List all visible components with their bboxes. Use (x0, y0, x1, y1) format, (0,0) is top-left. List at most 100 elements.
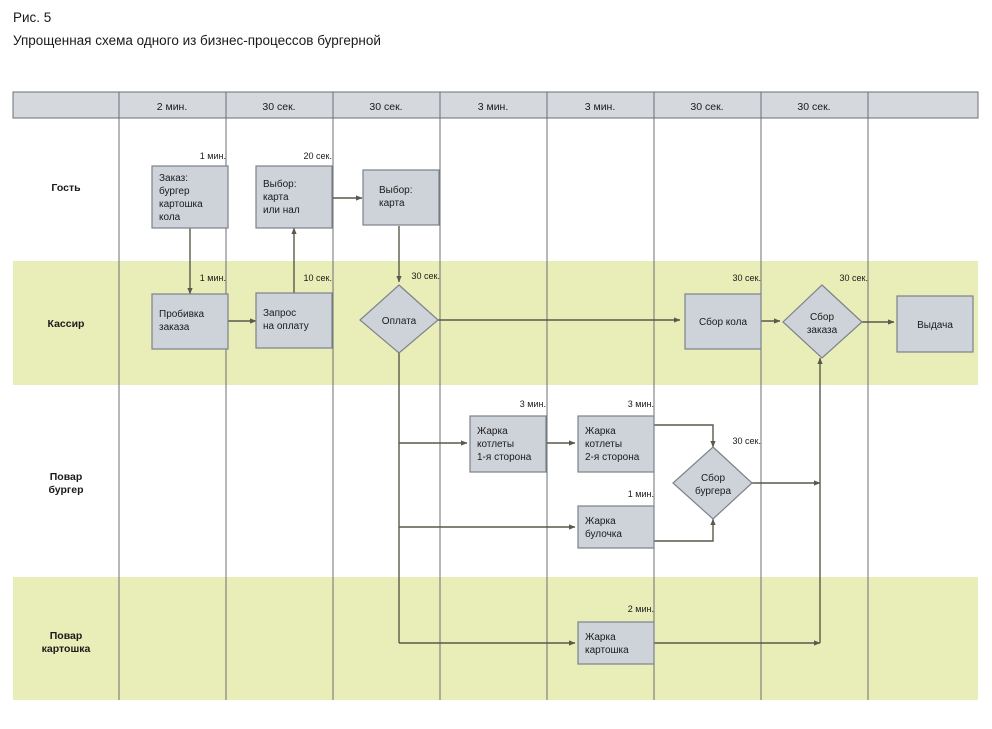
node-collect-cola-line1: Сбор кола (699, 316, 748, 328)
node-patty-side1-line3: 1-я сторона (477, 452, 532, 463)
node-pay-request-line2: на оплату (263, 321, 309, 332)
node-collect-order[interactable]: 30 сек. Сбор заказа (782, 273, 868, 359)
node-pay-request-box[interactable] (255, 292, 333, 349)
lane-label-fries-line1: Повар (50, 630, 83, 642)
node-choice-card-line1: Выбор: (379, 184, 413, 196)
timeline-header: 2 мин. 30 сек. 30 сек. 3 мин. 3 мин. 30 … (12, 91, 979, 119)
node-bun[interactable]: 1 мин. Жарка булочка (577, 489, 655, 549)
node-choice-card-box[interactable] (362, 169, 440, 226)
node-choice-pay-line3: или нал (263, 205, 300, 216)
node-punch-order-box[interactable] (151, 293, 229, 350)
node-collect-cola-box[interactable] (684, 293, 762, 350)
duration-pay-request: 10 сек. (304, 273, 332, 283)
node-handover-line1: Выдача (917, 320, 953, 331)
node-choice-pay-line2: карта (263, 192, 289, 203)
edge-bun-to-assemble (654, 518, 716, 542)
node-patty-side1-box[interactable] (469, 415, 547, 473)
header-label-5: 3 мин. (585, 101, 616, 113)
node-payment-line1: Оплата (382, 316, 417, 327)
node-patty-side1[interactable]: 3 мин. Жарка котлеты 1-я сторона (469, 399, 547, 473)
node-collect-cola[interactable]: 30 сек. Сбор кола (684, 273, 762, 350)
node-patty-side2-box[interactable] (577, 415, 655, 473)
node-fry-potato[interactable]: 2 мин. Жарка картошка (577, 604, 655, 665)
lane-label-guest: Гость (51, 182, 81, 194)
node-punch-order[interactable]: 1 мин. Пробивка заказа (151, 273, 229, 350)
header-cell-4 (439, 91, 548, 119)
node-order-line1: Заказ: (159, 173, 188, 184)
node-patty-side2-line1: Жарка (585, 426, 616, 437)
duration-assemble-burger: 30 сек. (733, 436, 761, 446)
header-label-6: 30 сек. (690, 101, 723, 113)
node-bun-line2: булочка (585, 528, 622, 540)
node-fry-potato-box[interactable] (577, 621, 655, 665)
header-cell-5 (546, 91, 655, 119)
node-order-line4: кола (159, 212, 181, 223)
node-order-line2: бургер (159, 185, 190, 197)
lane-label-burger-line2: бургер (48, 484, 83, 496)
duration-bun: 1 мин. (628, 489, 654, 499)
duration-fry-potato: 2 мин. (628, 604, 654, 614)
duration-punch-order: 1 мин. (200, 273, 226, 283)
node-choice-card[interactable]: Выбор: карта (362, 169, 440, 226)
edge-pattyside2-to-assemble (654, 424, 716, 448)
duration-patty-side1: 3 мин. (520, 399, 546, 409)
node-handover[interactable]: Выдача (896, 295, 974, 353)
node-bun-box[interactable] (577, 505, 655, 549)
header-cell-7 (760, 91, 869, 119)
figure-caption: Рис. 5 (13, 10, 52, 25)
node-choice-pay-box[interactable] (255, 165, 333, 229)
node-assemble-burger[interactable]: 30 сек. Сбор бургера (672, 436, 761, 520)
node-punch-order-line2: заказа (159, 322, 190, 333)
duration-collect-order: 30 сек. (840, 273, 868, 283)
lane-label-burger-line1: Повар (50, 471, 83, 483)
duration-choice-pay: 20 сек. (304, 151, 332, 161)
node-pay-request-line1: Запрос (263, 308, 296, 319)
flow-edges (187, 195, 895, 646)
node-order-line3: картошка (159, 199, 203, 210)
lane-labels: Гость Кассир Повар бургер Повар картошка (42, 182, 91, 655)
header-label-1: 2 мин. (157, 101, 188, 113)
node-fry-potato-line1: Жарка (585, 632, 616, 643)
node-order[interactable]: 1 мин. Заказ: бургер картошка кола (151, 151, 229, 229)
node-choice-card-line2: карта (379, 198, 405, 209)
duration-collect-cola: 30 сек. (733, 273, 761, 283)
node-collect-order-line1: Сбор (810, 311, 835, 323)
lane-label-cashier: Кассир (48, 318, 85, 330)
node-payment-diamond[interactable] (359, 284, 439, 354)
node-order-box[interactable] (151, 165, 229, 229)
node-assemble-burger-line2: бургера (695, 485, 732, 497)
node-collect-order-diamond[interactable] (782, 284, 863, 359)
lane-band-fries (13, 577, 978, 700)
node-bun-line1: Жарка (585, 516, 616, 527)
node-collect-order-line2: заказа (807, 325, 838, 336)
node-punch-order-line1: Пробивка (159, 308, 205, 320)
node-patty-side1-line1: Жарка (477, 426, 508, 437)
node-assemble-burger-line1: Сбор (701, 472, 726, 484)
node-pay-request[interactable]: 10 сек. Запрос на оплату (255, 273, 333, 349)
header-cell-8 (867, 91, 979, 119)
node-choice-pay-line1: Выбор: (263, 178, 297, 190)
node-patty-side2-line3: 2-я сторона (585, 452, 640, 463)
duration-payment: 30 сек. (412, 271, 440, 281)
node-patty-side2[interactable]: 3 мин. Жарка котлеты 2-я сторона (577, 399, 655, 473)
header-label-7: 30 сек. (797, 101, 830, 113)
node-handover-box[interactable] (896, 295, 974, 353)
node-patty-side1-line2: котлеты (477, 439, 514, 450)
header-cell-1 (118, 91, 227, 119)
header-cell-0 (12, 91, 120, 119)
figure-title: Упрощенная схема одного из бизнес-процес… (13, 33, 381, 48)
node-payment[interactable]: 30 сек. Оплата (359, 271, 440, 354)
column-gridlines (118, 118, 869, 700)
duration-order: 1 мин. (200, 151, 226, 161)
header-label-4: 3 мин. (478, 101, 509, 113)
node-patty-side2-line2: котлеты (585, 439, 622, 450)
header-cell-6 (653, 91, 762, 119)
node-assemble-burger-diamond[interactable] (672, 446, 753, 520)
node-choice-pay[interactable]: 20 сек. Выбор: карта или нал (255, 151, 333, 229)
header-label-2: 30 сек. (262, 101, 295, 113)
node-fry-potato-line2: картошка (585, 645, 629, 656)
header-label-3: 30 сек. (369, 101, 402, 113)
duration-patty-side2: 3 мин. (628, 399, 654, 409)
